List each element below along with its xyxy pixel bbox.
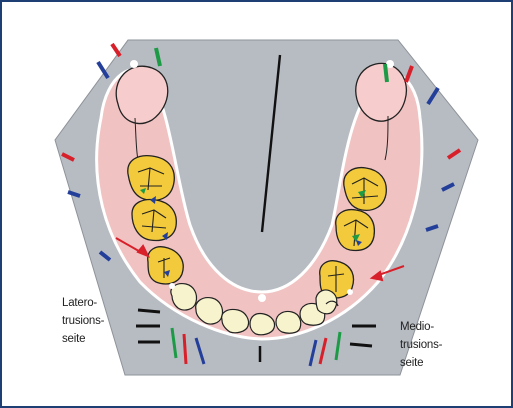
retromolar-pad-right — [356, 63, 407, 121]
right-label-line-3: seite — [400, 354, 442, 372]
right-label-line-1: Medio- — [400, 318, 442, 336]
left-label-line-2: trusions- — [62, 312, 104, 330]
mediotrusion-side-label: Medio- trusions- seite — [400, 318, 442, 372]
left-label-line-3: seite — [62, 330, 104, 348]
laterotrusion-side-label: Latero- trusions- seite — [62, 294, 104, 348]
right-label-line-2: trusions- — [400, 336, 442, 354]
left-label-line-1: Latero- — [62, 294, 104, 312]
